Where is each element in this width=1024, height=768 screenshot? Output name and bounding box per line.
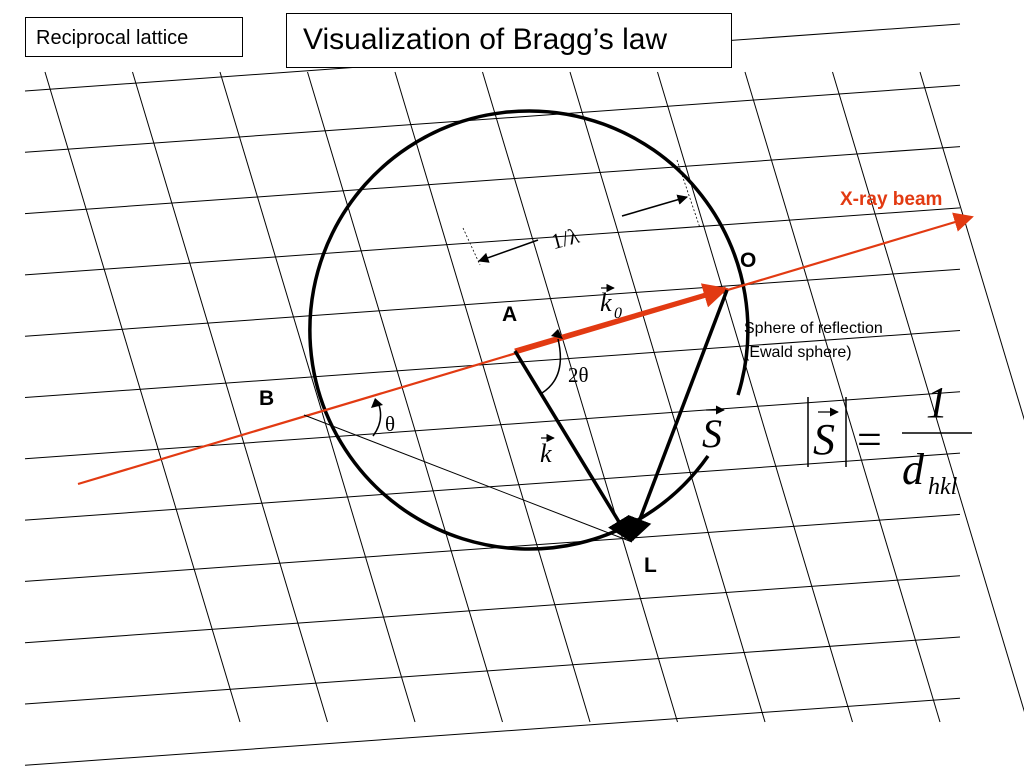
k0-subscript: 0 [614, 305, 622, 322]
xray-beam-label: X-ray beam [840, 189, 942, 210]
two-theta-label: 2θ [568, 363, 589, 387]
bragg-formula: S = 1 d hkl [807, 378, 972, 500]
k-symbol: k [540, 433, 555, 468]
formula-d: d [902, 445, 925, 494]
lattice-column-line [832, 71, 1024, 713]
formula-subscript: hkl [928, 474, 958, 500]
lattice-row-line [24, 207, 961, 276]
lattice-row-line [24, 697, 961, 766]
k-vector [513, 350, 632, 543]
two-theta-arc [541, 338, 562, 394]
lattice-row-line [24, 452, 961, 521]
ewald-sphere [308, 109, 750, 551]
b-to-l-line [303, 414, 633, 543]
k0-vector [514, 283, 729, 354]
formula-s: S [813, 415, 835, 464]
radius-label: 1/λ [548, 223, 582, 254]
lattice-row-line [24, 636, 961, 705]
point-l-label: L [644, 554, 657, 577]
lattice-column-line [307, 71, 503, 723]
lattice-row-line [24, 84, 961, 153]
point-o-label: O [740, 249, 756, 272]
lattice-column-line [919, 71, 1024, 421]
lattice-column-line [44, 71, 241, 723]
reciprocal-lattice-grid [24, 23, 1024, 766]
formula-equals: = [857, 415, 882, 464]
reciprocal-lattice-tag: Reciprocal lattice [25, 17, 243, 57]
lattice-row-line [24, 268, 961, 337]
lattice-row-line [24, 330, 961, 398]
lattice-column-line [569, 71, 766, 723]
theta-label: θ [385, 412, 395, 436]
lattice-row-line [24, 146, 961, 215]
s-vector [628, 289, 729, 543]
two-theta-arrowhead [551, 329, 563, 339]
point-a-label: A [502, 303, 517, 326]
radius-guide-left [462, 227, 481, 266]
lattice-column-line [132, 71, 328, 723]
lattice-column-line [482, 71, 678, 723]
lattice-row-line [24, 513, 961, 582]
point-b-label: B [259, 387, 274, 410]
k-letter: k [540, 439, 552, 468]
lattice-row-line [24, 575, 961, 644]
lattice-column-line [394, 71, 591, 723]
sphere-label-line2: (Ewald sphere) [744, 344, 852, 361]
radius-arrow-left [478, 239, 539, 263]
sphere-label-line1: Sphere of reflection [744, 320, 883, 337]
lattice-row-line [24, 391, 961, 460]
k0-symbol: k 0 [600, 283, 622, 322]
k0-letter: k [600, 288, 612, 317]
s-letter: S [702, 411, 722, 456]
radius-arrow-right [621, 194, 689, 217]
theta-arrowhead [371, 398, 383, 408]
formula-numerator: 1 [926, 378, 948, 427]
lattice-column-line [219, 71, 416, 723]
lattice-column-line [744, 71, 941, 723]
s-symbol: S [702, 405, 725, 456]
page-title: Visualization of Bragg’s law [286, 13, 732, 68]
